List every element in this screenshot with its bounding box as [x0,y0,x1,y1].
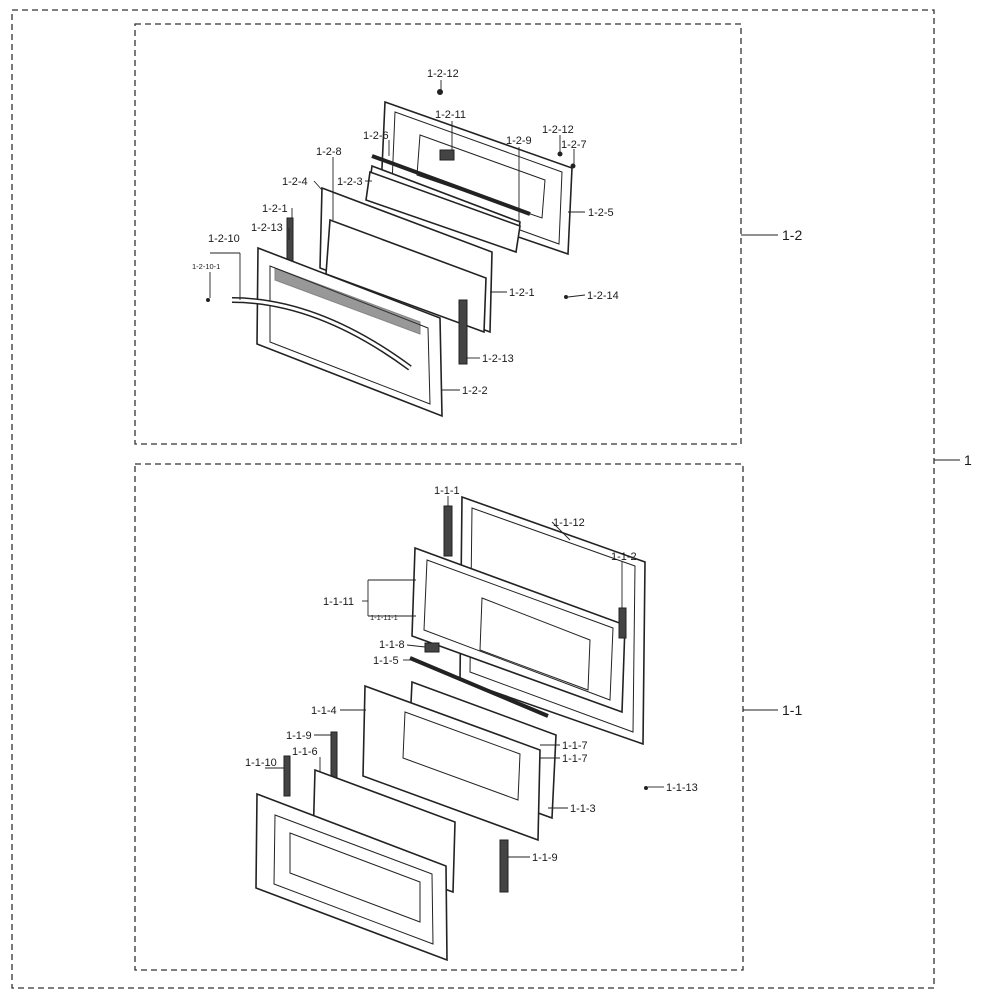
lower-middle-window [402,711,521,801]
upper-door-parts [206,89,576,418]
main-assembly-label: 1 [964,452,972,468]
upper-rear-frame-inner [391,111,563,245]
callout-1-2-9: 1-2-9 [506,135,532,147]
lower-inner-frame [411,546,626,714]
upper-rear-window [416,134,546,219]
lower-front-window [289,832,421,923]
lower-front-panel [255,792,448,962]
upper-latch-part [439,149,455,161]
callout-1-2-3: 1-2-3 [337,176,363,188]
upper-screw-right [557,151,563,157]
callout-1-2-12-top: 1-2-12 [427,68,459,80]
upper-screw-14 [564,295,568,299]
upper-inner-glass [325,218,487,334]
callout-1-2-1-right: 1-2-1 [509,287,535,299]
callout-1-1-5: 1-1-5 [373,655,399,667]
upper-leaders [209,80,586,391]
lower-front-panel-edge [273,814,434,945]
callout-1-2-14: 1-2-14 [587,290,619,302]
callout-1-1-6: 1-1-6 [292,746,318,758]
lower-hinge-top [443,505,453,557]
callout-1-1-11: 1-1-11 [323,596,354,608]
upper-assembly-label: 1-2 [782,227,802,243]
lower-gasket [409,656,549,718]
lower-front-hinge [283,755,291,797]
lower-latch-part [424,642,440,653]
callout-1-1-1: 1-1-1 [434,485,460,497]
upper-screw-10-1 [206,298,210,302]
upper-door-frame [134,23,742,445]
callout-1-2-11: 1-2-11 [435,109,466,121]
callout-1-1-10: 1-1-10 [245,757,277,769]
upper-hinge-right [458,299,468,365]
callout-1-2-12-right: 1-2-12 [542,124,574,136]
upper-handle-highlight [231,298,411,370]
lower-assembly-label: 1-1 [782,702,802,718]
callout-1-2-10: 1-2-10 [208,233,240,245]
upper-gasket [371,154,531,216]
callout-1-2-2: 1-2-2 [462,385,488,397]
lower-leaders [265,496,664,858]
lower-screw-13 [644,786,648,790]
callout-1-1-11-1: 1-1-11-1 [370,613,398,622]
callout-1-1-7-b: 1-1-7 [562,753,588,765]
lower-hinge-left [330,731,338,783]
callout-1-1-4: 1-1-4 [311,705,337,717]
callout-1-2-13-left: 1-2-13 [251,222,283,234]
lower-hinge-right [499,839,509,893]
callout-1-1-8: 1-1-8 [379,639,405,651]
callout-1-1-13: 1-1-13 [666,782,698,794]
upper-vent-slots [274,267,421,335]
callout-1-2-5: 1-2-5 [588,207,614,219]
callout-1-2-10-1: 1-2-10-1 [192,262,220,271]
callout-1-1-7-a: 1-1-7 [562,740,588,752]
lower-hinge-side [618,607,627,639]
lower-door-parts [255,495,648,962]
callout-1-2-13-right: 1-2-13 [482,353,514,365]
lower-inner-frame-edge [423,559,614,701]
callout-1-1-9-right: 1-1-9 [532,852,558,864]
callout-1-2-1-left: 1-2-1 [262,203,288,215]
upper-glass-pane [365,170,521,254]
callout-1-2-7: 1-2-7 [561,139,587,151]
lower-inner-window [479,597,591,691]
upper-screw-top [437,89,443,95]
upper-screw-7 [570,163,576,169]
callout-1-2-8: 1-2-8 [316,146,342,158]
callout-1-1-3: 1-1-3 [570,803,596,815]
assembly-frame [11,9,935,989]
callout-1-1-12: 1-1-12 [553,517,585,529]
callout-1-1-9-left: 1-1-9 [286,730,312,742]
callout-1-2-6: 1-2-6 [363,130,389,142]
lower-middle-frame [362,684,541,842]
lower-door-frame [134,463,744,971]
callout-1-2-4: 1-2-4 [282,176,308,188]
callout-1-1-2: 1-1-2 [611,551,637,563]
